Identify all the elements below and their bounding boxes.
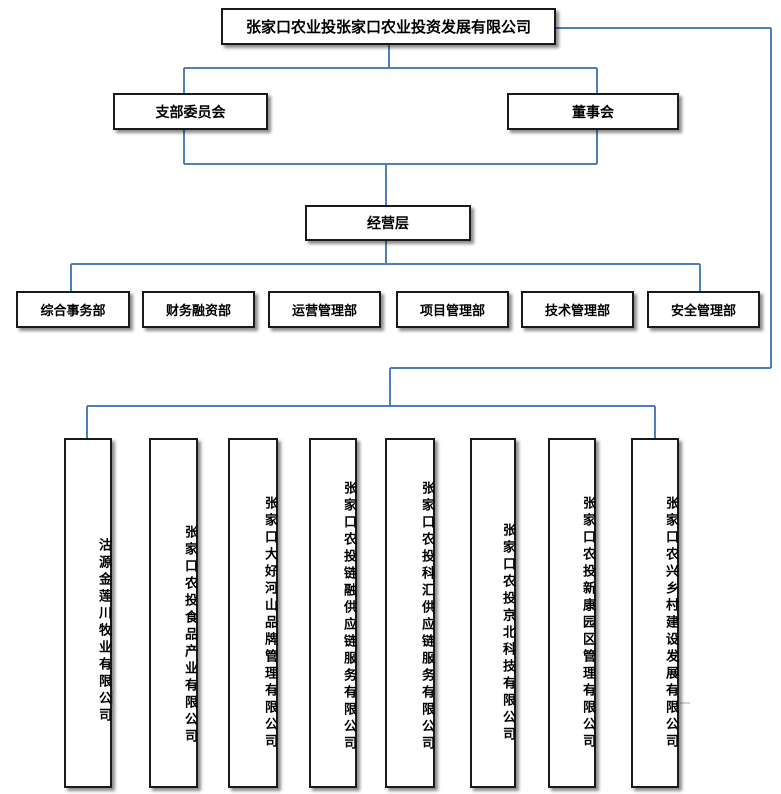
subsidiary-label: 张家口农投食品产业有限公司 — [182, 524, 197, 746]
subsidiary-label: 张家口农投科汇供应链服务有限公司 — [419, 481, 434, 753]
department-box: 安全管理部 — [647, 291, 760, 328]
department-box: 技术管理部 — [521, 291, 634, 328]
department-box: 项目管理部 — [396, 291, 509, 328]
department-label: 财务融资部 — [165, 304, 231, 319]
subsidiary-label: 张家口农投新康园区管理有限公司 — [580, 495, 595, 751]
department-box: 财务融资部 — [142, 291, 255, 328]
department-label: 技术管理部 — [544, 304, 610, 319]
management-box: 经营层 — [305, 205, 471, 241]
subsidiary-label: 张家口农投京北科技有限公司 — [500, 522, 515, 744]
board-box: 董事会 — [507, 93, 679, 130]
party-committee-box: 支部委员会 — [113, 93, 268, 130]
department-label: 项目管理部 — [419, 304, 485, 319]
subsidiary-label: 张家口大好河山品牌管理有限公司 — [262, 495, 277, 751]
department-label: 运营管理部 — [291, 304, 357, 319]
subsidiary-box: 张家口大好河山品牌管理有限公司 — [228, 438, 278, 788]
subsidiary-box: 沽源金莲川牧业有限公司 — [64, 438, 112, 788]
subsidiary-box: 张家口农投科汇供应链服务有限公司 — [385, 438, 435, 788]
department-box: 运营管理部 — [268, 291, 381, 328]
subsidiary-box: 张家口农投食品产业有限公司 — [149, 438, 198, 788]
subsidiary-box: 张家口农投京北科技有限公司 — [470, 438, 516, 788]
subsidiary-label: 张家口农投链融供应链服务有限公司 — [341, 481, 356, 753]
subsidiary-box: 张家口农兴乡村建设发展有限公司 — [631, 438, 679, 788]
subsidiary-box: 张家口农投新康园区管理有限公司 — [548, 438, 596, 788]
subsidiary-label: 沽源金莲川牧业有限公司 — [96, 537, 111, 725]
root-company-box: 张家口农业投张家口农业投资发展有限公司 — [221, 8, 556, 45]
subsidiary-box: 张家口农投链融供应链服务有限公司 — [309, 438, 357, 788]
root-company-label: 张家口农业投张家口农业投资发展有限公司 — [245, 18, 531, 36]
department-label: 综合事务部 — [40, 304, 106, 319]
management-label: 经营层 — [367, 216, 409, 232]
board-label: 董事会 — [572, 104, 614, 121]
department-label: 安全管理部 — [670, 304, 736, 319]
department-box: 综合事务部 — [16, 291, 130, 328]
subsidiary-label: 张家口农兴乡村建设发展有限公司 — [663, 495, 678, 751]
party-committee-label: 支部委员会 — [155, 104, 226, 121]
